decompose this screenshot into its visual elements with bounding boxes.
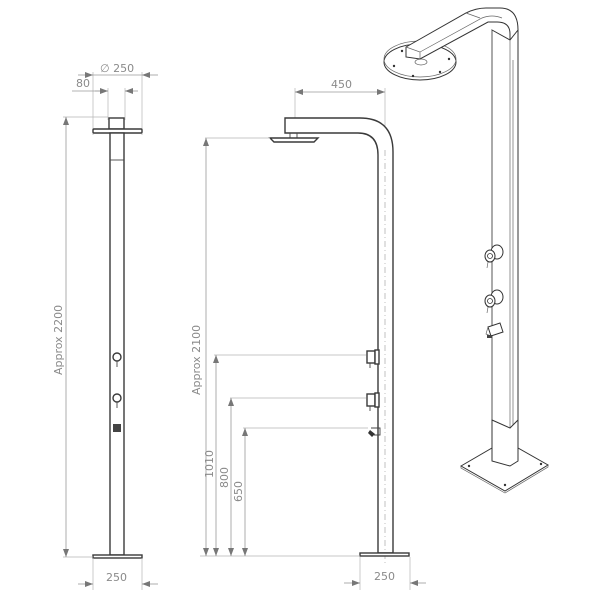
- dimension-lower-valve: 800: [218, 397, 366, 556]
- front-view: ∅ 250 80: [52, 62, 158, 590]
- arm-reach-label: 450: [331, 78, 352, 91]
- dimension-side-base: 250: [344, 557, 426, 590]
- side-base-plate: [359, 552, 410, 557]
- front-valve-lower: [112, 393, 122, 408]
- side-height-label: Approx 2100: [190, 325, 203, 395]
- iso-foot-tap: [485, 322, 504, 338]
- dimension-side-height: Approx 2100: [190, 137, 360, 557]
- iso-curved-arm: [405, 7, 519, 60]
- front-foot-tap: [113, 424, 121, 432]
- dimension-front-base: 250: [78, 558, 158, 590]
- side-arm-and-column: [284, 117, 394, 554]
- front-head-connector: [108, 117, 125, 130]
- dimension-upper-valve: 1010: [203, 354, 366, 556]
- foot-tap-height-label: 650: [232, 481, 245, 502]
- side-foot-tap: [368, 427, 381, 437]
- side-base-label: 250: [374, 570, 395, 583]
- column-width-label: 80: [76, 77, 90, 90]
- side-valve-upper: [366, 349, 380, 368]
- dimension-foot-tap: 650: [232, 427, 368, 556]
- lower-valve-height-label: 800: [218, 467, 231, 488]
- iso-valve-lower: [484, 289, 504, 314]
- front-height-label: Approx 2200: [52, 305, 65, 375]
- side-shower-head: [268, 137, 320, 143]
- dimension-head-diameter: ∅ 250: [78, 62, 158, 135]
- side-valve-lower: [366, 392, 380, 411]
- iso-valve-upper: [484, 244, 504, 269]
- iso-base-plate: [459, 418, 549, 494]
- front-base-plate: [92, 554, 143, 559]
- dimension-front-height: Approx 2200: [52, 116, 108, 558]
- front-column: [109, 132, 125, 556]
- head-diameter-label: ∅ 250: [100, 62, 134, 75]
- side-view: 450: [190, 78, 426, 590]
- isometric-view: [383, 7, 549, 494]
- dimension-column-width: 80: [72, 77, 138, 120]
- front-base-label: 250: [106, 571, 127, 584]
- front-valve-upper: [112, 352, 122, 367]
- upper-valve-height-label: 1010: [203, 450, 216, 478]
